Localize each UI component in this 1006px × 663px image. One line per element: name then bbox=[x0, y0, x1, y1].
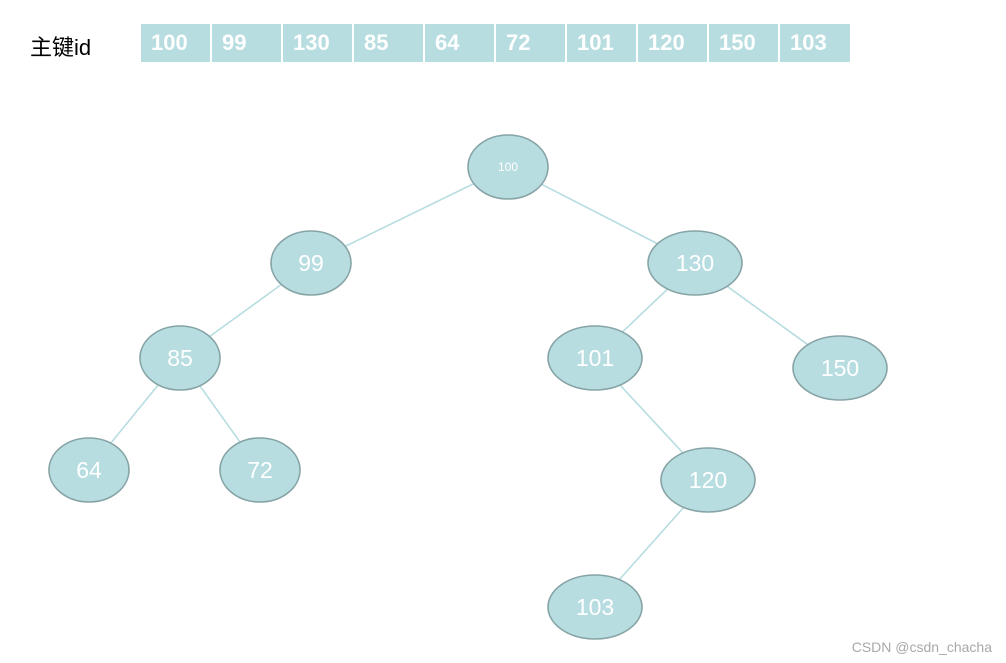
node-ellipse bbox=[547, 325, 643, 391]
tree-node: 85 bbox=[139, 325, 221, 391]
tree-node: 72 bbox=[219, 437, 301, 503]
tree-edge bbox=[209, 283, 282, 338]
tree-edge bbox=[619, 384, 684, 454]
node-label: 103 bbox=[576, 594, 614, 620]
id-cell: 99 bbox=[212, 24, 283, 62]
node-ellipse bbox=[547, 574, 643, 640]
id-cell: 120 bbox=[638, 24, 709, 62]
node-label: 130 bbox=[676, 250, 714, 276]
id-cell: 150 bbox=[709, 24, 780, 62]
watermark: CSDN @csdn_chacha bbox=[851, 639, 992, 655]
tree-node: 103 bbox=[547, 574, 643, 640]
tree-node: 99 bbox=[270, 230, 352, 296]
node-label: 150 bbox=[821, 355, 859, 381]
node-ellipse bbox=[467, 134, 549, 200]
node-label: 101 bbox=[576, 345, 614, 371]
node-label: 99 bbox=[298, 250, 324, 276]
id-cell: 103 bbox=[780, 24, 850, 62]
tree-edge bbox=[621, 288, 669, 333]
id-cell: 85 bbox=[354, 24, 425, 62]
id-cell: 101 bbox=[567, 24, 638, 62]
tree-edge bbox=[199, 385, 241, 443]
tree-edge bbox=[541, 183, 658, 245]
id-cell: 130 bbox=[283, 24, 354, 62]
tree-node: 130 bbox=[647, 230, 743, 296]
node-label: 120 bbox=[689, 467, 727, 493]
id-cell: 72 bbox=[496, 24, 567, 62]
node-label: 85 bbox=[167, 345, 193, 371]
node-ellipse bbox=[792, 335, 888, 401]
id-cell: 100 bbox=[141, 24, 212, 62]
tree-node: 150 bbox=[792, 335, 888, 401]
id-cell: 64 bbox=[425, 24, 496, 62]
node-label: 64 bbox=[76, 457, 102, 483]
tree-node: 120 bbox=[660, 447, 756, 513]
node-ellipse bbox=[270, 230, 352, 296]
node-ellipse bbox=[48, 437, 130, 503]
node-ellipse bbox=[647, 230, 743, 296]
node-label: 72 bbox=[247, 457, 273, 483]
tree-node: 101 bbox=[547, 325, 643, 391]
tree-edge bbox=[344, 182, 475, 248]
tree-edge bbox=[618, 506, 685, 581]
primary-key-label: 主键id bbox=[30, 35, 92, 60]
node-ellipse bbox=[139, 325, 221, 391]
node-ellipse bbox=[219, 437, 301, 503]
tree-node: 100 bbox=[467, 134, 549, 200]
tree-edge bbox=[726, 285, 809, 346]
node-label: 100 bbox=[498, 160, 518, 174]
tree-edge bbox=[110, 384, 159, 444]
node-ellipse bbox=[660, 447, 756, 513]
tree-node: 64 bbox=[48, 437, 130, 503]
